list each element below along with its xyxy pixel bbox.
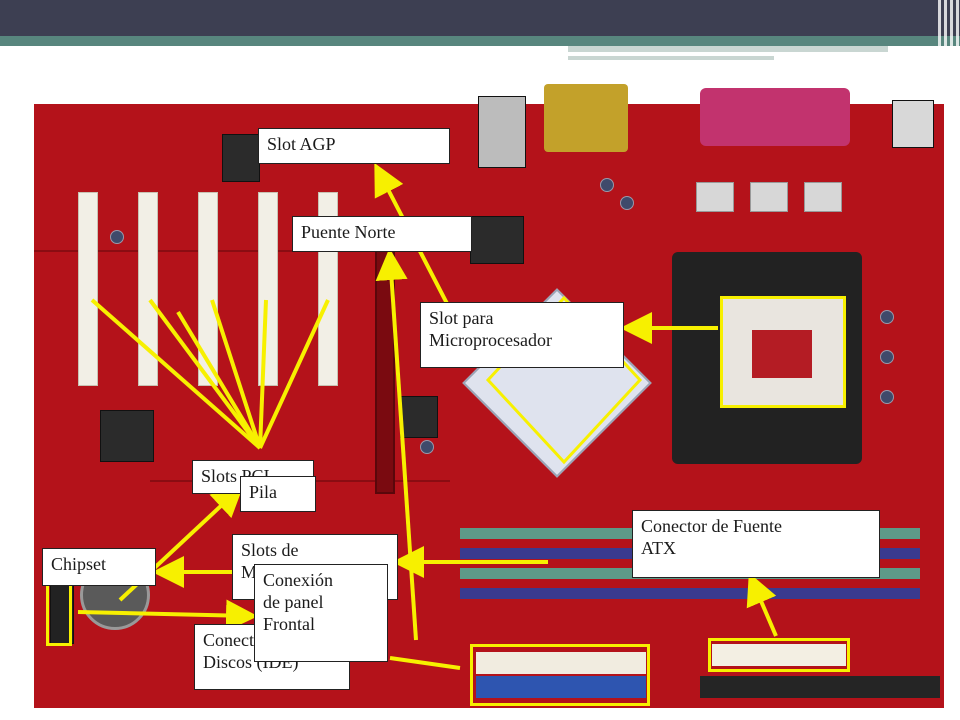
heatsink [750, 182, 788, 212]
atx-power-connector [712, 644, 846, 666]
agp-slot [375, 250, 395, 494]
pci-slot [258, 192, 278, 386]
label-atx-connector: Conector de Fuente ATX [632, 510, 880, 578]
usb-port [478, 96, 526, 168]
chip [222, 134, 260, 182]
slide-header-line-2 [568, 56, 774, 60]
chip [400, 396, 438, 438]
label-battery: Pila [240, 476, 316, 512]
label-north-bridge: Puente Norte [292, 216, 472, 252]
pci-slot [138, 192, 158, 386]
slide-header-bar [0, 0, 960, 36]
atx-highlight [708, 638, 850, 672]
parallel-port [700, 88, 850, 146]
cpu-socket-highlight [720, 296, 846, 408]
serial-port [544, 84, 628, 152]
slide-corner-decoration [934, 0, 960, 60]
capacitor [110, 230, 124, 244]
label-front-panel: Conexión de panel Frontal [254, 564, 388, 662]
floppy-connector [700, 676, 940, 698]
heatsink [804, 182, 842, 212]
capacitor [420, 440, 434, 454]
label-cpu-slot: Slot para Microprocesador [420, 302, 624, 368]
chip [470, 216, 524, 264]
audio-port [892, 100, 934, 148]
capacitor [880, 390, 894, 404]
dimm-slot [460, 588, 920, 599]
capacitor [600, 178, 614, 192]
heatsink [696, 182, 734, 212]
ide-highlight [470, 644, 650, 706]
label-chipset: Chipset [42, 548, 156, 586]
cpu-socket-center [752, 330, 812, 378]
pci-slot [198, 192, 218, 386]
slide-header-line [568, 46, 888, 52]
front-panel-highlight [46, 578, 72, 646]
chip [100, 410, 154, 462]
ide-connector [476, 676, 646, 698]
slide-header-accent [0, 36, 960, 46]
capacitor [620, 196, 634, 210]
ide-connector [476, 652, 646, 674]
capacitor [880, 350, 894, 364]
label-agp-slot: Slot AGP [258, 128, 450, 164]
pci-slot [78, 192, 98, 386]
capacitor [880, 310, 894, 324]
